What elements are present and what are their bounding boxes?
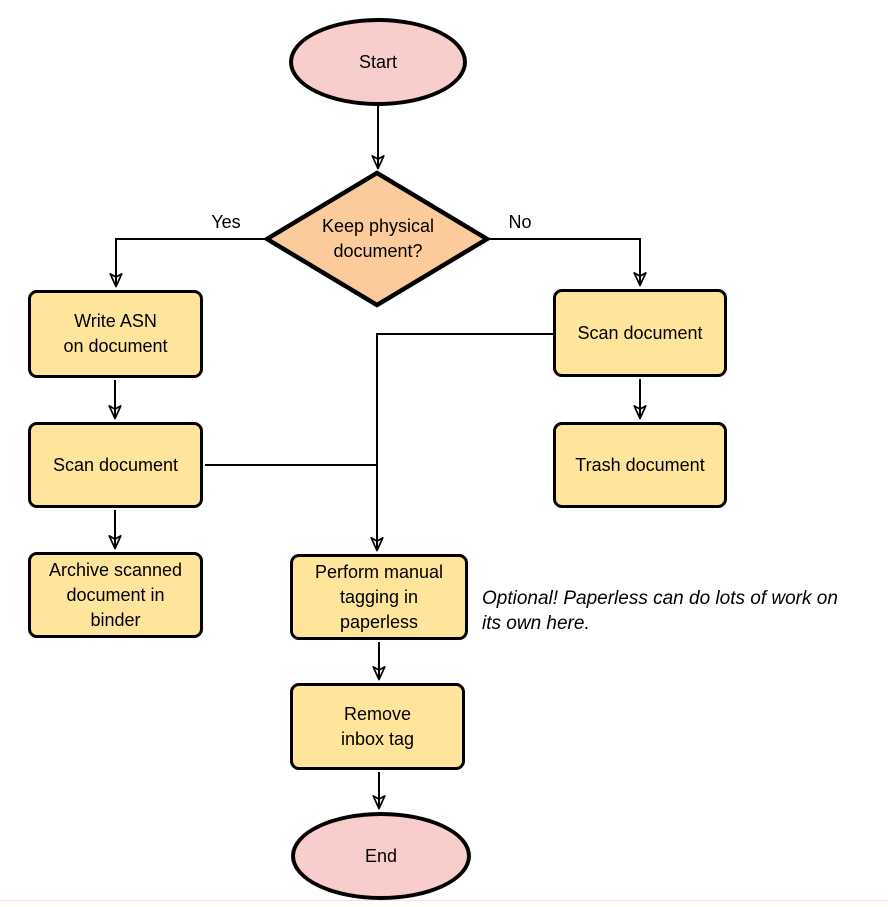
optional-note: Optional! Paperless can do lots of work …: [482, 588, 838, 634]
node-decision-label: Keep physical document?: [321, 216, 435, 261]
node-scan-document-right-label: Scan document: [577, 322, 703, 343]
edge-label-no: No: [508, 212, 532, 232]
edge-label-yes: Yes: [211, 212, 241, 232]
edge-scanright-to-tagging: [370, 333, 553, 552]
page-bottom-divider: [0, 900, 888, 907]
node-remove-inbox-tag-label: Remove inbox tag: [340, 703, 415, 749]
node-end-label: End: [364, 845, 398, 866]
edge-decision-yes: [109, 238, 264, 288]
node-scan-document-right: Scan document: [553, 289, 727, 377]
node-end: End: [291, 812, 471, 900]
node-decision: Keep physical document?: [258, 164, 498, 314]
node-scan-document-left-label: Scan document: [52, 454, 179, 475]
node-archive-binder: Archive scanned document in binder: [28, 552, 203, 638]
node-scan-document-left: Scan document: [28, 422, 203, 508]
node-start-label: Start: [358, 51, 397, 72]
node-start: Start: [289, 18, 467, 106]
node-write-asn-label: Write ASN on document: [63, 311, 168, 356]
node-archive-binder-label: Archive scanned document in binder: [48, 559, 183, 630]
node-write-asn: Write ASN on document: [28, 290, 203, 378]
node-manual-tagging-label: Perform manual tagging in paperless: [314, 561, 444, 632]
node-trash-document-label: Trash document: [575, 454, 705, 475]
edge-decision-no: [490, 238, 647, 287]
node-manual-tagging: Perform manual tagging in paperless: [290, 554, 468, 640]
node-remove-inbox-tag: Remove inbox tag: [290, 683, 465, 770]
decision-diamond-shape: [262, 170, 492, 308]
node-trash-document: Trash document: [553, 422, 727, 508]
